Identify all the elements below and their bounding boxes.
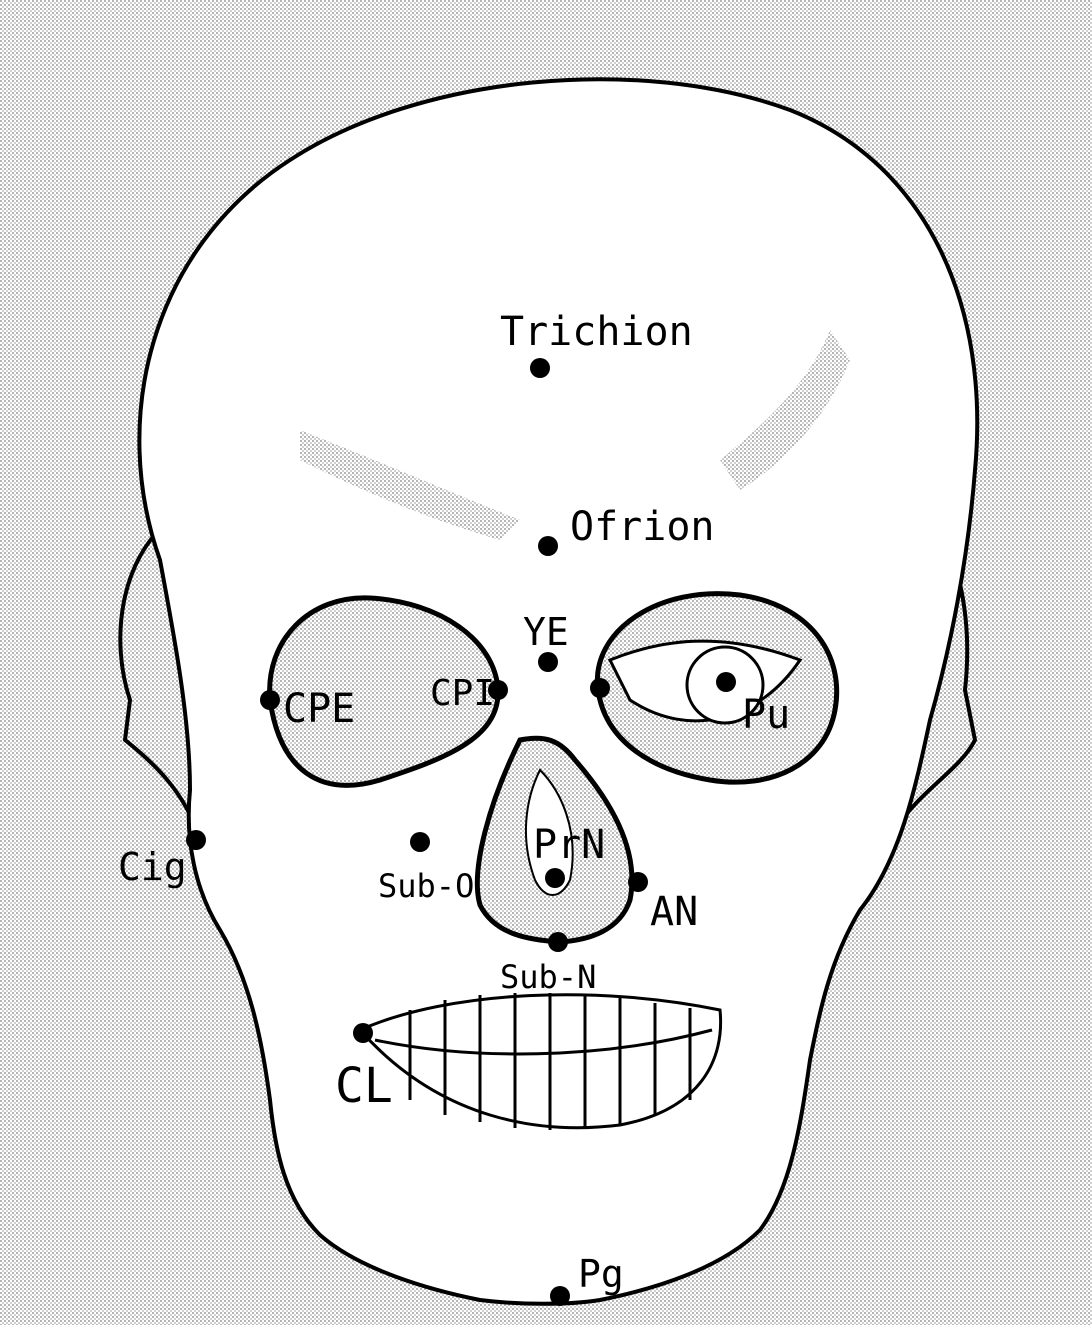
pu-point bbox=[716, 672, 736, 692]
ofrion-label: Ofrion bbox=[570, 504, 715, 550]
right-orbit-point bbox=[590, 678, 610, 698]
cig-point bbox=[186, 830, 206, 850]
pg-point bbox=[550, 1286, 570, 1306]
cpe-label: CPE bbox=[283, 686, 355, 732]
pg-label: Pg bbox=[578, 1252, 624, 1296]
ye-label: YE bbox=[523, 610, 569, 654]
ofrion-point bbox=[538, 536, 558, 556]
cig-label: Cig bbox=[118, 845, 187, 889]
cl-point bbox=[353, 1023, 373, 1043]
prn-point bbox=[545, 868, 565, 888]
pu-label: Pu bbox=[742, 692, 790, 738]
an-label: AN bbox=[650, 889, 698, 935]
trichion-point bbox=[530, 358, 550, 378]
cl-label: CL bbox=[335, 1058, 393, 1114]
prn-label: PrN bbox=[533, 822, 605, 868]
sub-o-label: Sub-O bbox=[378, 867, 474, 905]
ye-point bbox=[538, 652, 558, 672]
cpe-point bbox=[260, 690, 280, 710]
an-point bbox=[628, 872, 648, 892]
cpi-label: CPI bbox=[430, 673, 495, 714]
trichion-label: Trichion bbox=[500, 309, 693, 355]
sub-o-point bbox=[410, 832, 430, 852]
sub-n-point bbox=[548, 932, 568, 952]
sub-n-label: Sub-N bbox=[500, 958, 596, 996]
